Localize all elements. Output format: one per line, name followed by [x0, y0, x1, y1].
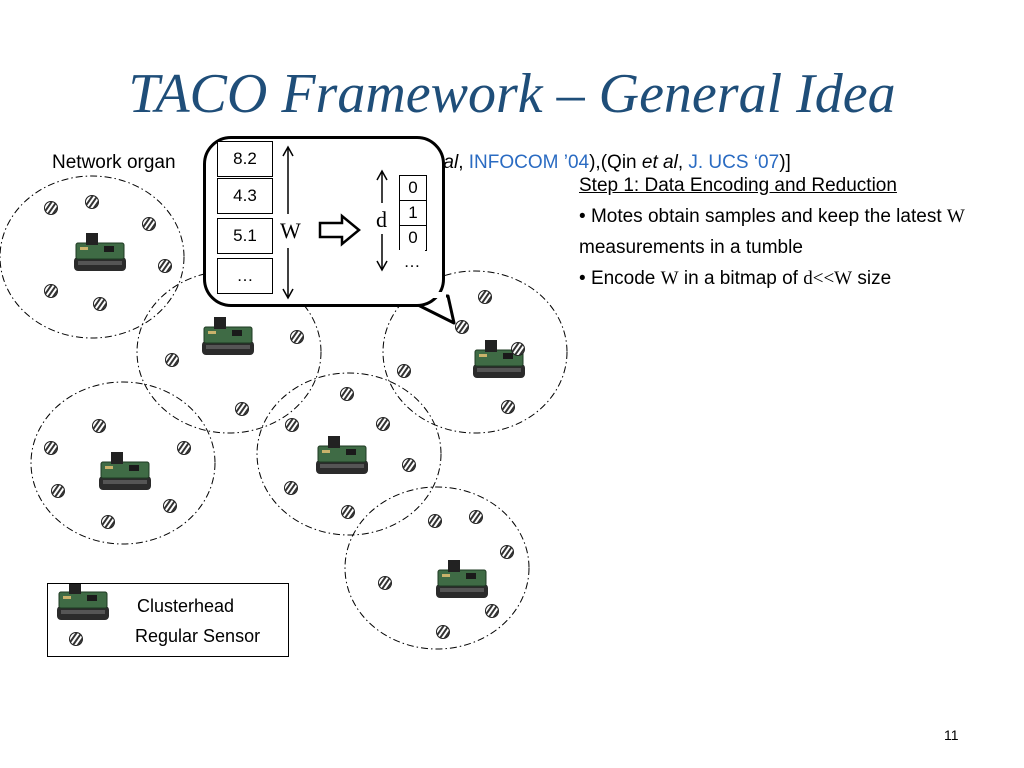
window-value-cell: 5.1: [217, 218, 273, 254]
step-description: Step 1: Data Encoding and Reduction • Mo…: [579, 170, 999, 294]
regular-sensor-icon: [69, 632, 83, 646]
cluster-boundary: [344, 486, 530, 650]
window-value-cell: …: [217, 258, 273, 294]
bitmap-cell: 0: [399, 225, 427, 251]
bitmap-cell: 1: [399, 200, 427, 226]
bullet-2-text-a: Encode: [590, 268, 661, 289]
reference-etal-2: et al: [641, 152, 678, 173]
legend-sensor-label: Regular Sensor: [135, 626, 261, 646]
cluster-boundary: [0, 175, 185, 339]
bullet-2-d: d<<W: [803, 268, 853, 289]
cluster-boundary: [382, 270, 568, 434]
encode-arrow-icon: [318, 213, 361, 247]
reference-mid: ),(Qin: [589, 152, 642, 173]
legend: Clusterhead Regular Sensor: [47, 583, 289, 657]
cluster-boundary: [30, 381, 216, 545]
bitmap-cell: …: [399, 250, 425, 274]
bullet-2-text-c: size: [852, 268, 892, 289]
bullet-1: • Motes obtain samples and keep the late…: [579, 206, 965, 258]
slide-title: TACO Framework – General Idea: [128, 63, 896, 125]
legend-clusterhead-label: Clusterhead: [137, 596, 235, 616]
bullet-2-w: W: [660, 268, 679, 289]
bitmap-cell: 0: [399, 175, 427, 201]
bullet-1-text-a: Motes obtain samples and keep the latest: [590, 206, 947, 227]
bullet-1-text-b: measurements in a tumble: [579, 237, 803, 258]
step-heading: Step 1: Data Encoding and Reduction: [579, 175, 897, 196]
cluster-boundary: [256, 372, 442, 536]
reference-sep-1: ,: [458, 152, 469, 173]
jucs-link[interactable]: J. UCS ‘07: [688, 152, 780, 173]
reference-suffix: )]: [779, 152, 791, 173]
page-number: 11: [944, 727, 959, 743]
reference-prefix: Network organ: [52, 152, 176, 173]
bullet-1-w: W: [946, 206, 965, 227]
window-label: W: [280, 218, 301, 243]
window-value-cell: 8.2: [217, 141, 273, 177]
bitmap-label: d: [376, 207, 387, 232]
clusterhead-icon: [56, 584, 110, 621]
bullet-2: • Encode W in a bitmap of d<<W size: [579, 268, 892, 289]
infocom-link[interactable]: INFOCOM ’04: [468, 152, 590, 173]
reference-sep-2: ,: [677, 152, 689, 173]
window-value-cell: 4.3: [217, 178, 273, 214]
bullet-2-text-b: in a bitmap of: [678, 268, 804, 289]
callout-tail-join: [402, 292, 446, 298]
